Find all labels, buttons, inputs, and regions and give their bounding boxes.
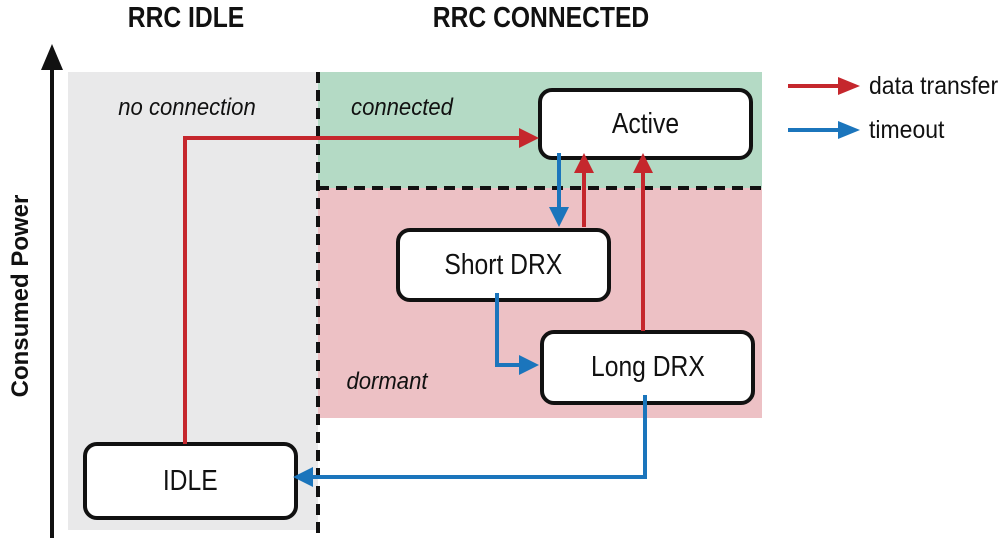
legend: data transfer timeout [788, 72, 1000, 144]
active-state-box: Active [538, 88, 753, 160]
rrc-connected-title: RRC CONNECTED [432, 2, 650, 34]
data-transfer-arrow-icon [788, 77, 860, 95]
legend-row-timeout: timeout [788, 116, 1000, 144]
timeout-arrow-icon [788, 121, 860, 139]
rrc-idle-title: RRC IDLE [127, 2, 245, 34]
no-connection-label: no connection [118, 94, 256, 121]
legend-data-transfer-label: data transfer [869, 71, 999, 100]
long-drx-state-box: Long DRX [540, 330, 755, 405]
consumed-power-axis-label: Consumed Power [7, 194, 34, 398]
legend-timeout-label: timeout [869, 115, 945, 144]
idle-state-box: IDLE [83, 442, 298, 520]
short-drx-state-label: Short DRX [444, 248, 563, 281]
active-state-label: Active [611, 107, 680, 140]
short-drx-state-box: Short DRX [396, 228, 611, 302]
connected-label: connected [351, 94, 453, 121]
long-drx-state-label: Long DRX [590, 351, 705, 383]
idle-state-label: IDLE [163, 464, 218, 497]
dormant-label: dormant [346, 368, 428, 395]
y-axis-arrow [41, 44, 63, 538]
legend-row-data-transfer: data transfer [788, 72, 1000, 100]
